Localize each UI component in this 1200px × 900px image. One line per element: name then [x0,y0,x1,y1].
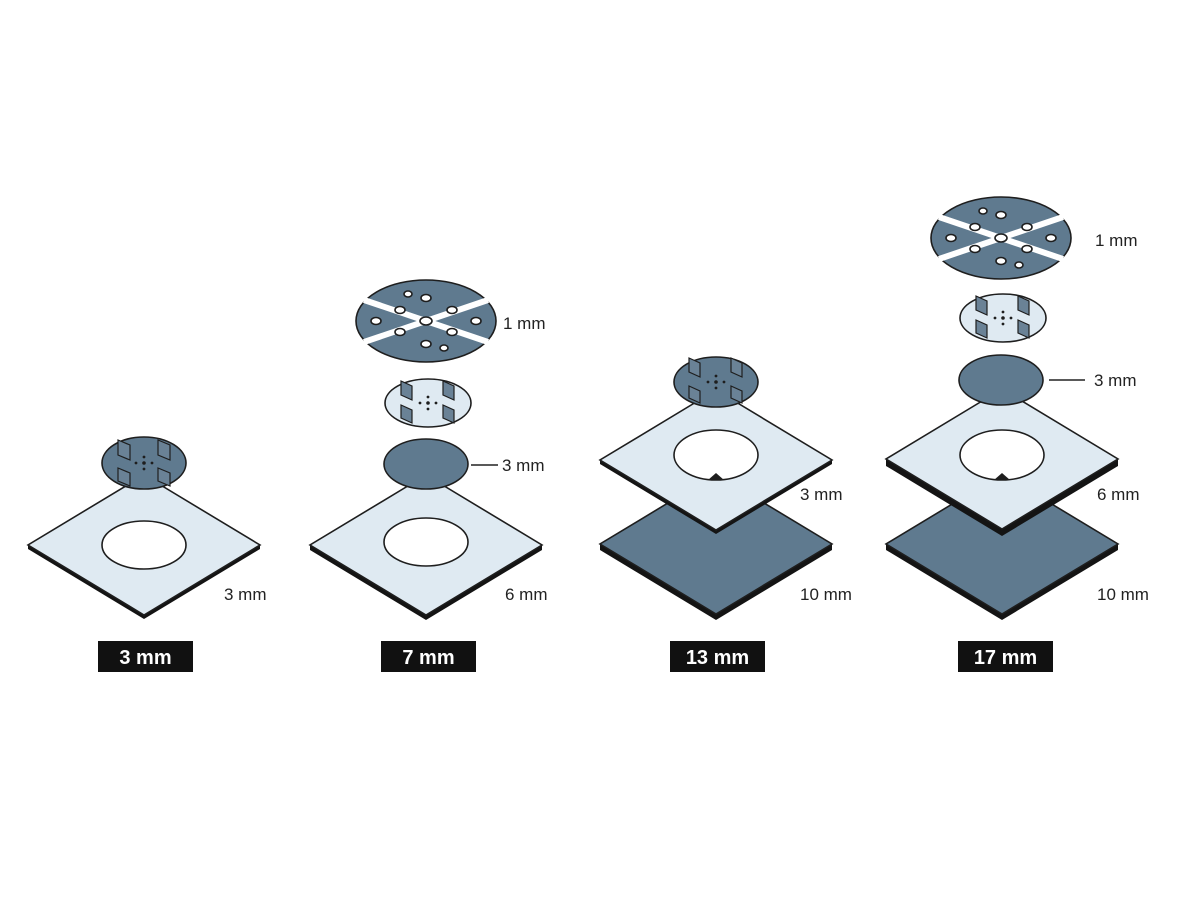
upper-plate-light [598,389,834,534]
spacer-hub [673,356,759,408]
assembly-3mm: 3 mm 3 mm [26,436,267,672]
plate-hole [101,520,187,570]
assembly-7mm: 6 mm 3 mm 1 mm 7 mm [308,279,548,672]
base-plate-light [308,474,544,620]
layer-label: 3 mm [224,585,267,604]
spacer-hub [959,293,1047,343]
svg-text:3 mm: 3 mm [119,647,171,669]
plate-hole [383,517,469,567]
total-thickness-badge: 3 mm [98,641,193,672]
total-thickness-badge: 17 mm [958,641,1053,672]
solid-disc [958,354,1044,406]
slotted-cap-disc [930,196,1072,280]
solid-disc [383,438,469,490]
layer-label: 10 mm [1097,585,1149,604]
layer-label: 6 mm [1097,485,1140,504]
layer-label: 10 mm [800,585,852,604]
base-plate-dark [598,473,834,620]
layer-label: 3 mm [502,456,545,475]
layer-label: 6 mm [505,585,548,604]
layer-label: 3 mm [800,485,843,504]
spacer-hub [101,436,187,490]
slotted-cap-disc [355,279,497,363]
base-plate-light [26,474,262,619]
upper-plate-light [884,388,1120,536]
spacer-hub [384,378,472,428]
layer-label: 1 mm [1095,231,1138,250]
total-thickness-badge: 13 mm [670,641,765,672]
total-thickness-badge: 7 mm [381,641,476,672]
svg-text:7 mm: 7 mm [402,647,454,669]
plate-hole [959,429,1045,481]
assembly-13mm: 10 mm 3 mm 13 mm [598,356,852,672]
svg-text:17 mm: 17 mm [974,647,1037,669]
layer-label: 3 mm [1094,371,1137,390]
plate-hole [673,429,759,481]
svg-text:13 mm: 13 mm [686,647,749,669]
base-plate-dark [884,473,1120,620]
assembly-17mm: 10 mm 6 mm 3 mm 1 mm 17 mm [884,196,1149,672]
layer-label: 1 mm [503,314,546,333]
